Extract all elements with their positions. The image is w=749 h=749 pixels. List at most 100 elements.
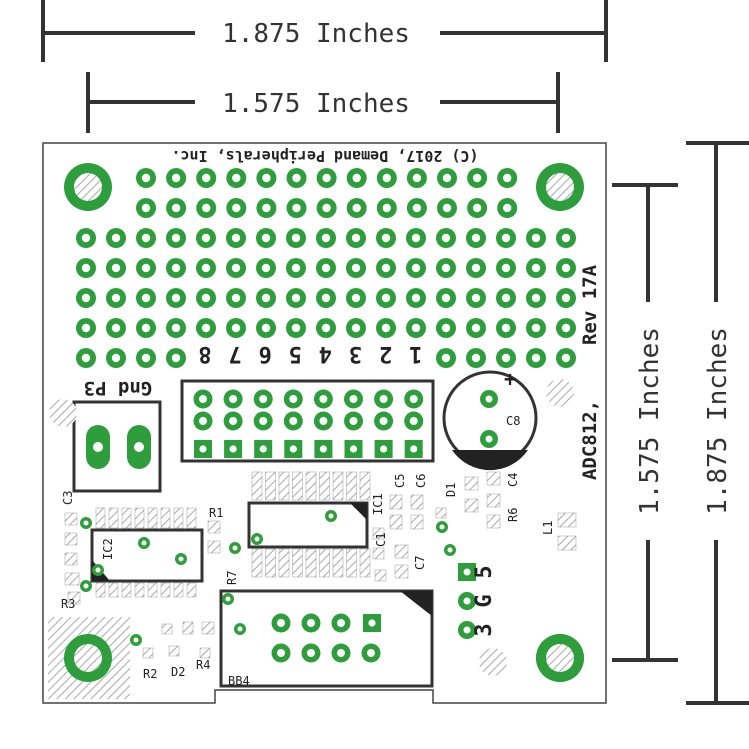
proto-pad xyxy=(136,228,156,248)
bb4-pad xyxy=(301,613,321,633)
ic-pin xyxy=(319,548,330,578)
c3-label: C3 xyxy=(61,491,75,505)
proto-pad xyxy=(196,198,217,218)
proto-pad xyxy=(106,348,126,368)
capacitor-c8: + xyxy=(442,367,538,471)
ic-pin xyxy=(95,507,106,529)
r6-label: R6 xyxy=(506,508,520,522)
proto-pad xyxy=(136,198,156,218)
header-pad xyxy=(224,440,243,458)
pin-number-label: 3 xyxy=(349,341,362,366)
proto-pad xyxy=(436,288,456,308)
c8-label: C8 xyxy=(506,414,520,428)
bb4-pad xyxy=(301,643,321,663)
fiducial xyxy=(479,648,507,676)
ic-pin xyxy=(265,548,276,578)
header-pads xyxy=(193,389,424,458)
proto-pad xyxy=(526,258,546,278)
ic-pin xyxy=(278,471,290,501)
proto-pad xyxy=(166,348,186,368)
ic-pin xyxy=(251,548,263,578)
pin-number-label: 4 xyxy=(319,341,332,366)
proto-pad xyxy=(467,198,488,218)
power-label-g: G xyxy=(472,594,497,607)
proto-pad xyxy=(406,258,426,278)
ic2-body xyxy=(90,528,204,583)
proto-pad xyxy=(466,228,486,248)
proto-pad xyxy=(286,198,307,218)
header-pad xyxy=(284,440,303,458)
fiducial xyxy=(49,399,77,427)
proto-pad xyxy=(166,228,186,248)
via xyxy=(130,634,142,646)
proto-pad xyxy=(226,198,247,218)
smd-pad xyxy=(201,621,215,635)
proto-pad xyxy=(346,228,366,248)
proto-pad xyxy=(196,258,216,278)
proto-pad xyxy=(106,258,126,278)
header-pad xyxy=(254,440,273,458)
ic-pin xyxy=(319,471,330,501)
pin-number-label: 1 xyxy=(409,341,422,366)
outer-width-label: 1.875 Inches xyxy=(222,19,410,49)
proto-pad xyxy=(136,168,156,188)
proto-pad xyxy=(376,168,397,188)
ic-pin xyxy=(108,582,119,598)
proto-pad xyxy=(496,258,516,278)
proto-pad xyxy=(346,198,367,218)
p3-label: Gnd P3 xyxy=(84,377,153,399)
smd-pad xyxy=(199,647,211,659)
proto-pad xyxy=(106,288,126,308)
proto-pad xyxy=(196,318,216,338)
proto-pad xyxy=(226,258,246,278)
pin-number-label: 6 xyxy=(259,341,272,366)
header-pad xyxy=(374,389,394,409)
proto-pad xyxy=(346,288,366,308)
ic-pin xyxy=(346,548,357,578)
ic-pin xyxy=(95,582,106,598)
dimension-outer-width xyxy=(41,0,608,62)
mounting-hole xyxy=(64,163,112,211)
proto-pad xyxy=(286,318,306,338)
vias xyxy=(80,517,456,646)
proto-pad xyxy=(136,318,156,338)
proto-pad xyxy=(166,168,187,188)
proto-pad xyxy=(436,228,456,248)
proto-pad xyxy=(226,228,246,248)
dimension-outer-height xyxy=(686,141,749,705)
proto-pad xyxy=(226,168,247,188)
power-pins xyxy=(458,563,476,639)
proto-pad xyxy=(196,168,217,188)
header-pad xyxy=(193,411,213,431)
proto-pad xyxy=(76,228,96,248)
ic-pin xyxy=(305,548,317,578)
bb4-pads xyxy=(271,613,381,663)
proto-pad xyxy=(136,288,156,308)
ic-pin xyxy=(134,582,145,598)
smd-pad xyxy=(389,514,403,530)
smd-pad xyxy=(372,547,385,560)
header-pad xyxy=(194,440,212,458)
proto-pad xyxy=(166,318,186,338)
c6-label: C6 xyxy=(414,474,428,488)
r1-label: R1 xyxy=(209,506,223,520)
proto-pad xyxy=(76,318,96,338)
ic-pin xyxy=(121,582,132,598)
via xyxy=(80,517,92,529)
proto-pad xyxy=(376,258,396,278)
inner-height-label: 1.575 Inches xyxy=(635,327,665,515)
via xyxy=(222,593,234,605)
proto-pad xyxy=(226,318,246,338)
smd-pad xyxy=(372,527,385,540)
ic-pin xyxy=(251,471,263,501)
proto-pad xyxy=(286,288,306,308)
proto-pad xyxy=(436,318,456,338)
smd-pad xyxy=(486,471,501,486)
bb4-pad xyxy=(271,643,291,663)
ic-pin xyxy=(332,548,344,578)
ic-pin xyxy=(160,582,171,598)
smd-pad xyxy=(182,621,194,635)
header-pad xyxy=(283,389,303,409)
